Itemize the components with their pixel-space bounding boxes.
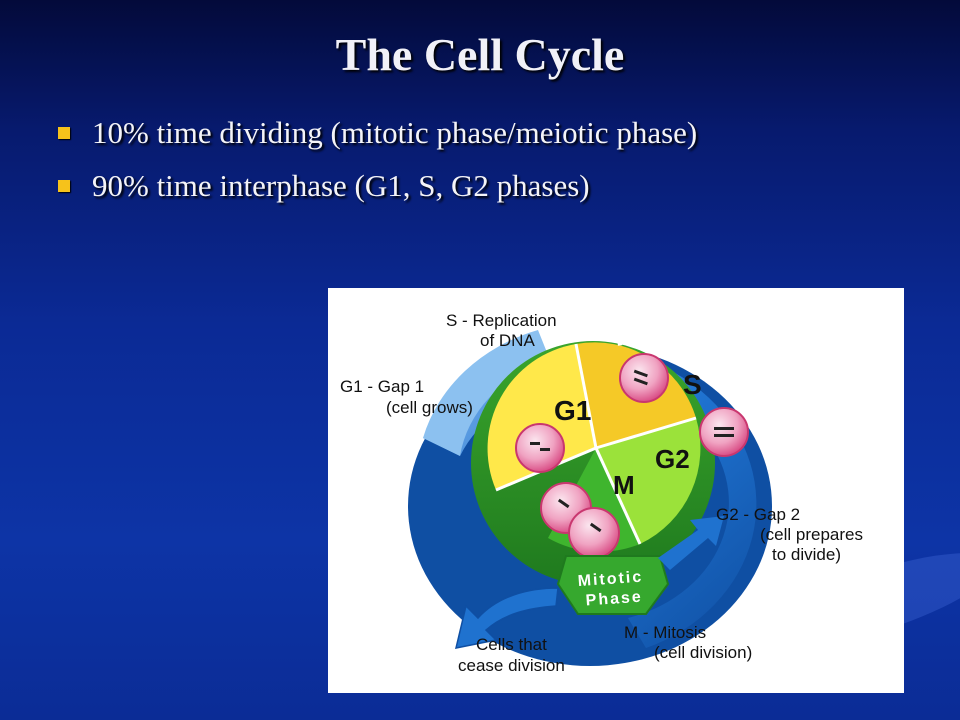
g2-callout-line3: to divide)	[772, 545, 841, 564]
cell-g2	[699, 407, 749, 457]
bullet-text: 90% time interphase (G1, S, G2 phases)	[92, 167, 590, 203]
interphase-label: Interphase	[612, 296, 787, 353]
g2-arrow	[658, 516, 724, 570]
cease-callout-line1: Cells that	[476, 635, 547, 654]
m-callout-line2: (cell division)	[654, 643, 752, 662]
cease-arrow	[454, 587, 559, 649]
g2-sector	[596, 418, 701, 544]
g2-callout-line2: (cell prepares	[760, 525, 863, 544]
mitotic-banner	[556, 555, 670, 615]
s-callout-line2: of DNA	[480, 331, 535, 350]
bullet-item-dividing: 10% time dividing (mitotic phase/meiotic…	[58, 106, 697, 159]
cease-callout-line2: cease division	[458, 656, 565, 675]
bullet-list: 10% time dividing (mitotic phase/meiotic…	[58, 106, 697, 212]
m-callout-line1: M - Mitosis	[624, 623, 706, 642]
g2-label: G2	[655, 444, 690, 474]
g1-callout-line1: G1 - Gap 1	[340, 377, 424, 396]
mitotic-label-1: Mitotic	[577, 569, 644, 591]
bullet-item-interphase: 90% time interphase (G1, S, G2 phases)	[58, 159, 697, 212]
g1-label: G1	[554, 395, 591, 426]
interphase-arc-highlight	[423, 330, 550, 456]
square-bullet-icon	[58, 126, 70, 139]
cell-cycle-svg: Interphase G1 S G2 M	[340, 296, 863, 675]
m-label: M	[613, 470, 635, 500]
cell-cycle-diagram: Interphase G1 S G2 M	[328, 288, 904, 693]
slide-title: The Cell Cycle	[335, 29, 625, 80]
square-bullet-icon	[58, 179, 70, 192]
cell-s	[619, 353, 669, 403]
g1-callout-line2: (cell grows)	[386, 398, 473, 417]
cell-g1	[515, 423, 565, 473]
s-callout-line1: S - Replication	[446, 311, 557, 330]
s-label: S	[683, 369, 702, 400]
g1-sector	[487, 344, 596, 490]
mitotic-label-2: Phase	[585, 589, 643, 610]
bullet-text: 10% time dividing (mitotic phase/meiotic…	[92, 114, 698, 150]
g2-callout-line1: G2 - Gap 2	[716, 505, 800, 524]
